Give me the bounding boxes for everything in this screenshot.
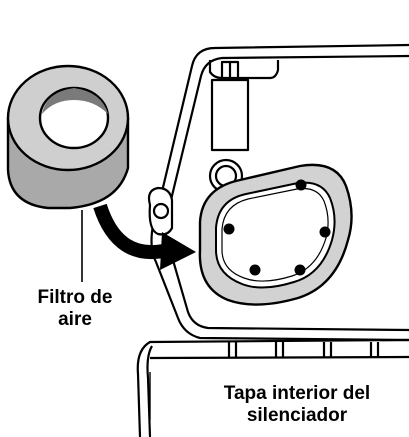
seat-bolt-icon xyxy=(295,179,307,191)
inner-cover-label: Tapa interior del silenciador xyxy=(190,383,404,427)
mounting-hole-icon xyxy=(152,202,170,220)
air-filter-element xyxy=(6,64,130,210)
seat-bolt-icon xyxy=(294,264,306,276)
filter-seat xyxy=(198,163,353,306)
air-filter-label: Filtro de aire xyxy=(8,287,142,331)
seat-bolt-icon xyxy=(319,226,331,238)
air-filter-label-line2: aire xyxy=(58,308,92,330)
cover-lip xyxy=(136,338,409,437)
seat-bolt-icon xyxy=(249,264,261,276)
cover-outer-outline xyxy=(150,43,409,342)
seat-bolt-icon xyxy=(223,223,235,235)
cover-top-bracket xyxy=(208,60,280,80)
cover-post xyxy=(210,60,250,152)
filter-seat-inner xyxy=(215,181,336,289)
install-arrow-icon xyxy=(93,203,196,270)
inner-cover-label-line1: Tapa interior del xyxy=(223,383,371,404)
muffler-inner-cover xyxy=(136,43,409,437)
air-filter-label-line1: Filtro de xyxy=(37,287,113,308)
inner-cover-label-line2: silenciador xyxy=(246,404,348,426)
cover-mounting-ear xyxy=(147,186,174,236)
cover-lip-inner xyxy=(146,345,153,437)
